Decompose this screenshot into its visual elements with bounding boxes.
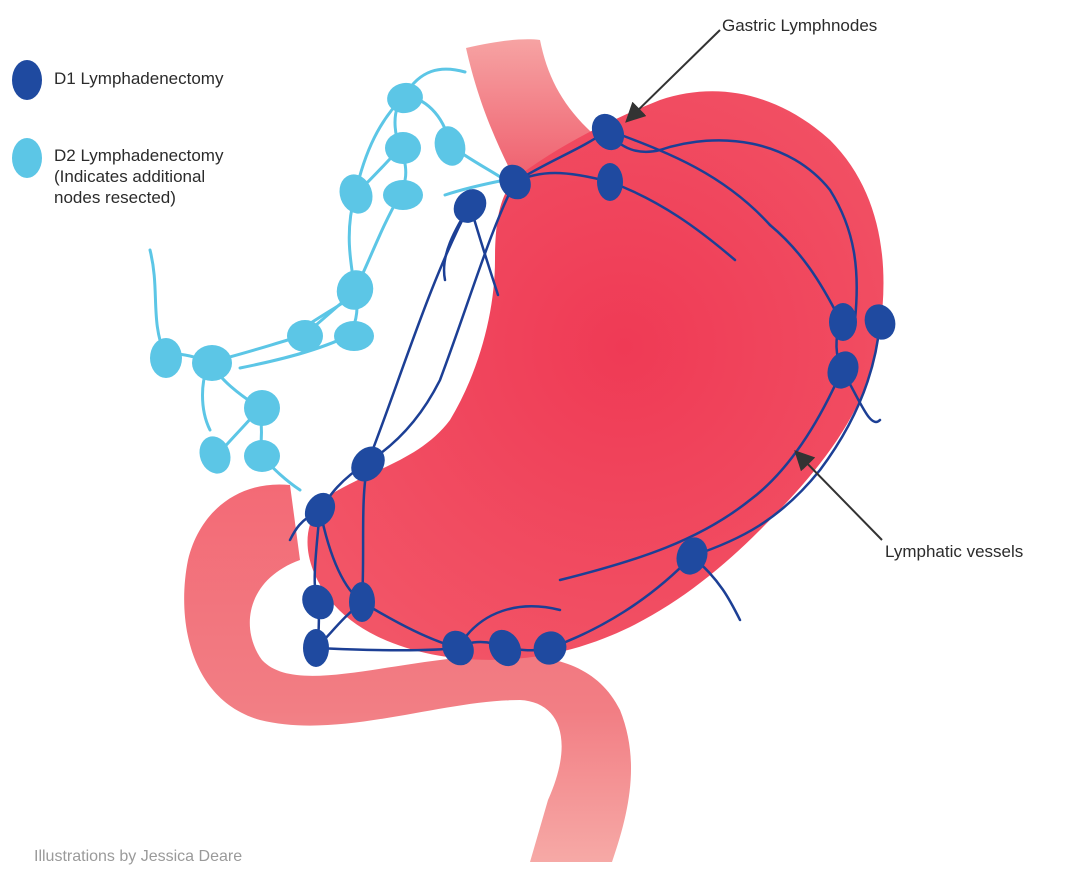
d1-node (829, 303, 857, 341)
d2-legend-label: D2 Lymphadenectomy (54, 145, 223, 166)
gastric-lymphnodes-label: Gastric Lymphnodes (722, 15, 877, 36)
d2-node (383, 180, 423, 210)
d1-legend-swatch (12, 60, 42, 100)
d2-legend-note-line2: nodes resected) (54, 187, 176, 208)
d2-node (192, 345, 232, 381)
d1-node (597, 163, 623, 201)
d2-node (430, 123, 469, 169)
d2-node (287, 320, 323, 352)
illustration-credit: Illustrations by Jessica Deare (34, 846, 242, 867)
d1-node (303, 629, 329, 667)
d1-node (349, 582, 375, 622)
lymphatic-vessels-arrow (797, 453, 882, 540)
d1-node (447, 183, 493, 230)
d2-node (150, 338, 182, 378)
d2-node (194, 432, 235, 478)
d2-legend-note-line1: (Indicates additional (54, 166, 205, 187)
d2-legend-swatch (12, 138, 42, 178)
lymphatic-vessels-label: Lymphatic vessels (885, 541, 1023, 562)
d2-node (334, 321, 374, 351)
d2-lymph-nodes (150, 80, 470, 478)
d1-legend-label: D1 Lymphadenectomy (54, 68, 223, 89)
d2-node (244, 390, 280, 426)
stomach (308, 91, 884, 660)
d2-node (244, 440, 280, 472)
d2-node (385, 132, 421, 164)
